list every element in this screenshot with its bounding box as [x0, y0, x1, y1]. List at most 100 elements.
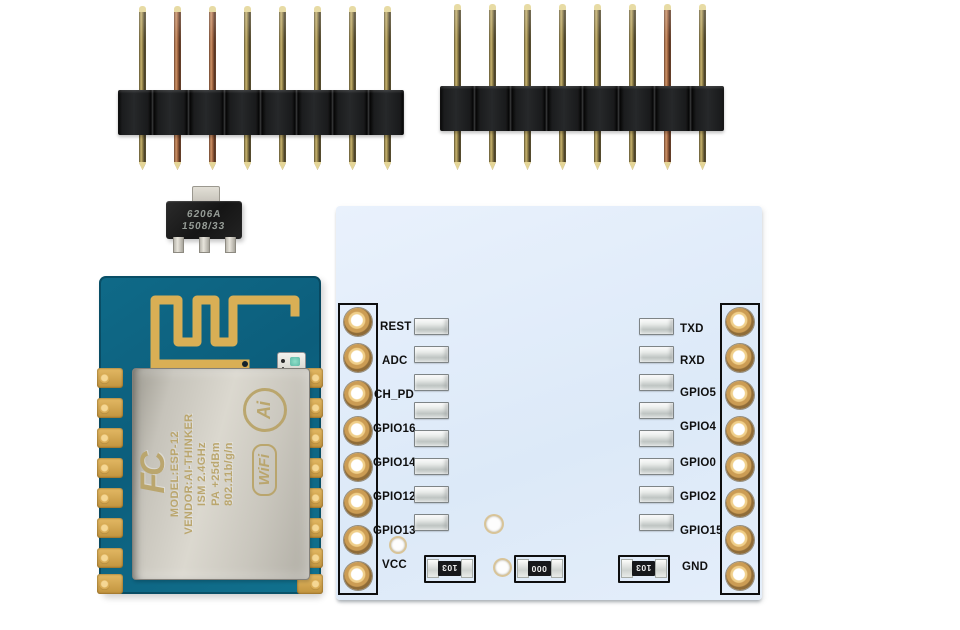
resistor-marking: 103 [438, 561, 461, 576]
shield-text-line: ISM 2.4GHz [196, 442, 208, 506]
through-hole [344, 453, 372, 482]
through-hole [344, 308, 372, 336]
pin-label-adc: ADC [382, 355, 408, 367]
through-hole [726, 561, 754, 590]
resistor-marking: 103 [632, 561, 655, 576]
header-pin [489, 4, 496, 172]
module-pad [97, 368, 123, 388]
header-plastic-body [440, 86, 724, 131]
through-hole [726, 416, 754, 445]
resistor: 000 [514, 555, 566, 583]
board-hole [391, 538, 405, 552]
resistor-marking: 000 [528, 561, 551, 576]
header-pin [384, 6, 391, 170]
header-pin [594, 4, 601, 172]
through-hole [726, 525, 754, 554]
through-hole [344, 416, 372, 445]
wifi-logo: WiFi [252, 444, 277, 496]
voltage-regulator: 6206A 1508/33 [164, 186, 246, 254]
through-hole [726, 489, 754, 518]
smd-pad [414, 514, 449, 531]
module-pad [97, 428, 123, 448]
pin-label-gpio12: GPIO12 [373, 491, 416, 503]
smd-pad [639, 486, 674, 503]
rf-shield: FC MODEL:ESP-12 VENDOR:AI-THINKER ISM 2.… [132, 368, 310, 580]
antenna-via [242, 361, 248, 367]
shield-text-line: MODEL:ESP-12 [169, 430, 181, 518]
pin-label-gpio14: GPIO14 [373, 457, 416, 469]
pin-header-left [118, 6, 404, 170]
regulator-marking-line2: 1508/33 [181, 220, 227, 232]
smd-pad [639, 318, 674, 335]
smd-pad [414, 486, 449, 503]
smd-pad [414, 346, 449, 363]
module-pad [97, 518, 123, 538]
pin-header-right [440, 4, 724, 172]
regulator-leg [225, 237, 236, 253]
header-pin [699, 4, 706, 172]
header-plastic-body [118, 90, 404, 135]
through-hole [344, 344, 372, 373]
pin-label-gpio4: GPIO4 [680, 421, 717, 433]
resistor: 103 [618, 555, 670, 583]
shield-print: FC MODEL:ESP-12 VENDOR:AI-THINKER ISM 2.… [134, 374, 305, 574]
pin-label-gpio13: GPIO13 [373, 525, 416, 537]
header-pin [244, 6, 251, 170]
through-hole [344, 380, 372, 409]
pcb-antenna [150, 295, 300, 369]
through-hole [344, 561, 372, 590]
hole-column-left [338, 303, 378, 595]
board-hole [495, 560, 510, 575]
through-hole [344, 525, 372, 554]
header-pin [524, 4, 531, 172]
smd-pad [639, 430, 674, 447]
ai-thinker-logo: Ai [242, 388, 287, 432]
smd-pad [414, 318, 449, 335]
header-pin [629, 4, 636, 172]
module-pad [97, 488, 123, 508]
pin-label-vcc: VCC [382, 559, 407, 571]
regulator-leg [199, 237, 210, 253]
smd-pad [639, 514, 674, 531]
through-hole [726, 380, 754, 409]
shield-text-block: MODEL:ESP-12 VENDOR:AI-THINKER ISM 2.4GH… [169, 413, 237, 534]
pin-label-gpio15: GPIO15 [680, 525, 723, 537]
through-hole [726, 453, 754, 482]
shield-text-line: VENDOR:AI-THINKER [182, 413, 195, 535]
board-hole [486, 516, 502, 532]
smd-pad [639, 402, 674, 419]
fcc-logo: FC [134, 454, 172, 494]
pin-label-rxd: RXD [680, 355, 705, 367]
header-pin [139, 6, 146, 170]
header-pin [664, 4, 671, 172]
header-pin [454, 4, 461, 172]
module-pad [97, 574, 123, 594]
pin-label-gpio0: GPIO0 [680, 457, 717, 469]
header-pin [349, 6, 356, 170]
resistor: 103 [424, 555, 476, 583]
module-pad [97, 458, 123, 478]
smd-pad [414, 374, 449, 391]
through-hole [344, 489, 372, 518]
shield-text-line: 802.11b/g/n [223, 442, 235, 506]
regulator-body: 6206A 1508/33 [166, 201, 242, 239]
smd-pad [414, 430, 449, 447]
smd-pad [639, 346, 674, 363]
pin-label-gnd: GND [682, 561, 709, 573]
module-pad [97, 398, 123, 418]
regulator-leg [173, 237, 184, 253]
pin-label-gpio5: GPIO5 [680, 387, 717, 399]
pin-label-txd: TXD [680, 323, 704, 335]
smd-pad [414, 458, 449, 475]
header-pin [174, 6, 181, 170]
module-pad [97, 548, 123, 568]
smd-pad [414, 402, 449, 419]
header-pin [209, 6, 216, 170]
regulator-marking-line1: 6206A [185, 208, 223, 220]
through-hole [726, 308, 754, 336]
through-hole [726, 344, 754, 373]
smd-pad [639, 458, 674, 475]
hole-column-right [720, 303, 760, 595]
pin-label-ch-pd: CH_PD [374, 389, 414, 401]
